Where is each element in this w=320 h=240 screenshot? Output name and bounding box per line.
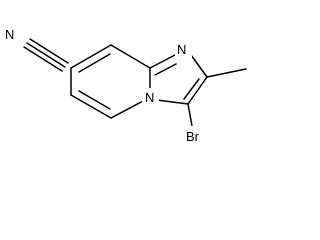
ring5-bond-c3-n4 — [156, 99, 189, 105]
ring6-bond-c5-c6-inner — [78, 90, 111, 110]
ring-n-top-label: N — [177, 42, 186, 57]
ring6-bond-c7-c8 — [70, 44, 112, 69]
methyl-bond — [206, 68, 247, 78]
nitrile-bond-1 — [26, 42, 66, 68]
nitrile-n-label: N — [5, 27, 14, 42]
bond-layer — [23, 38, 247, 127]
ring6-bond-n4-c5 — [110, 99, 146, 119]
atom-label-layer: N N N Br — [4, 25, 207, 144]
ring5-bond-c8a-n1-inner — [154, 63, 177, 76]
ring-n-bridge-mask — [142, 88, 159, 106]
ring5-bond-c8a-n1 — [149, 54, 176, 69]
nitrile-n-mask — [4, 25, 20, 42]
ring6-bond-c5-c6 — [70, 94, 112, 119]
nitrile-bond-2 — [29, 38, 69, 64]
ring6-bond-c8-c8a — [110, 44, 151, 69]
ring5-bond-c2-c3-inner — [183, 78, 200, 100]
ring6-bond-c7-c8-inner — [78, 53, 111, 73]
nitrile-bond-3 — [23, 46, 63, 72]
ring5-bond-c2-c3 — [187, 76, 208, 105]
bromine-bond — [187, 103, 193, 127]
bromine-label: Br — [186, 129, 200, 144]
bromine-mask — [183, 126, 207, 144]
chemical-structure: N N N Br — [4, 25, 247, 144]
ring-n-top-mask — [175, 40, 192, 58]
ring-n-bridge-label: N — [145, 90, 154, 105]
ring5-bond-n1-c2 — [190, 54, 208, 78]
